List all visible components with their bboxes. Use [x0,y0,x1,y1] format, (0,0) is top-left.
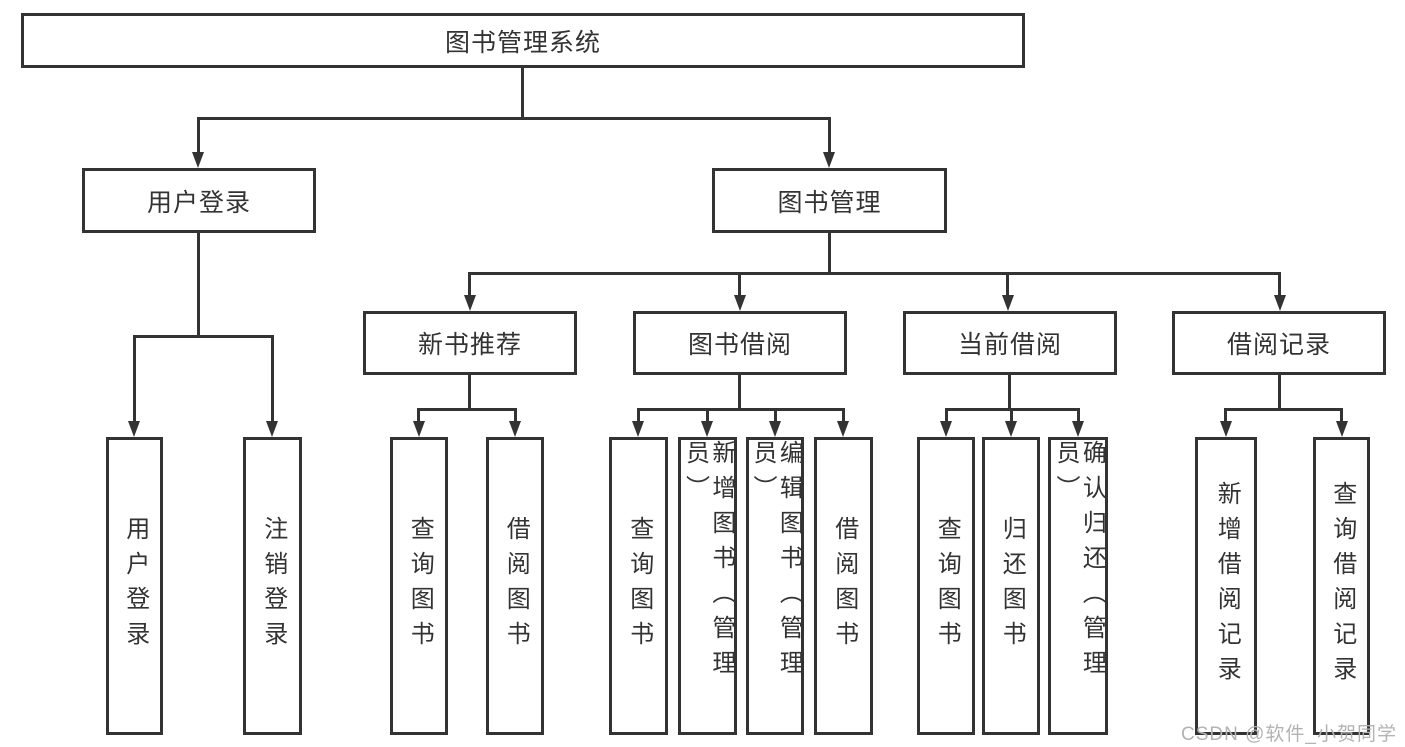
arrow-down-icon [632,421,644,437]
node-borrow-books: 借阅图书 [814,437,873,735]
leaf-label: 查询借阅记录 [1328,481,1356,691]
node-logout: 注销登录 [243,437,302,735]
arrow-down-icon [701,421,713,437]
arrow-down-icon [266,421,278,437]
connector-line [738,272,741,296]
connector-line [1010,408,1013,421]
node-edit-book-admin: 编辑图书（管理员） [746,437,804,735]
node-query-books-recommend: 查询图书 [390,437,448,735]
leaf-label: 编辑图书（管理员） [749,440,803,685]
connector-line [468,375,471,408]
connector-line [468,272,1281,275]
connector-line [1008,375,1011,408]
arrow-down-icon [509,421,521,437]
arrow-down-icon [413,421,425,437]
connector-line [828,117,831,153]
leaf-label: 查询图书 [625,516,653,656]
arrow-down-icon [1002,295,1014,311]
leaf-label: 归还图书 [998,516,1026,656]
leaf-label: 用户登录 [121,516,149,656]
connector-line [637,408,640,421]
arrow-down-icon [769,421,781,437]
connector-line [1077,408,1080,421]
leaf-label: 注销登录 [259,516,287,656]
connector-line [706,408,709,421]
connector-line [945,408,948,421]
connector-line [271,335,274,421]
connector-line [197,233,200,335]
node-book-borrow: 图书借阅 [633,311,847,375]
node-add-book-admin: 新增图书（管理员） [678,437,737,735]
arrow-down-icon [1072,421,1084,437]
node-book-management: 图书管理 [712,168,947,233]
connector-line [417,408,420,421]
arrow-down-icon [837,421,849,437]
leaf-label: 新增图书（管理员） [681,440,735,685]
leaf-label: 借阅图书 [830,516,858,656]
arrow-down-icon [128,421,140,437]
connector-line [828,233,831,272]
leaf-label: 确认归还（管理员） [1052,440,1106,685]
connector-line [133,335,136,421]
connector-line [514,408,517,421]
arrow-down-icon [823,152,835,168]
arrow-down-icon [1274,295,1286,311]
arrow-down-icon [1005,421,1017,437]
connector-line [1224,408,1227,421]
node-query-books-borrow: 查询图书 [609,437,668,735]
leaf-label: 查询图书 [406,516,434,656]
arrow-down-icon [1336,421,1348,437]
node-user-login: 用户登录 [82,168,316,233]
connector-line [637,408,844,411]
arrow-down-icon [1220,421,1232,437]
connector-line [197,117,831,120]
node-current-borrow: 当前借阅 [903,311,1117,375]
leaf-label: 查询图书 [933,516,961,656]
connector-line [1278,375,1281,408]
leaf-label: 借阅图书 [502,516,530,656]
node-query-borrow-record: 查询借阅记录 [1313,437,1370,735]
node-add-borrow-record: 新增借阅记录 [1195,437,1257,735]
connector-line [197,117,200,153]
arrow-down-icon [940,421,952,437]
connector-line [1278,272,1281,296]
node-new-book-recommend: 新书推荐 [363,311,577,375]
connector-line [842,408,845,421]
leaf-label: 新增借阅记录 [1213,481,1241,691]
connector-line [133,335,273,338]
node-confirm-return-admin: 确认归还（管理员） [1048,437,1108,735]
connector-line [738,375,741,408]
connector-line [521,68,524,118]
node-root-library-system: 图书管理系统 [21,13,1025,68]
node-borrow-books-recommend: 借阅图书 [486,437,544,735]
connector-line [1006,272,1009,296]
arrow-down-icon [464,295,476,311]
node-login: 用户登录 [106,437,163,735]
csdn-watermark: CSDN @软件_小贺同学 [1181,724,1397,745]
connector-line [1224,408,1343,411]
connector-line [774,408,777,421]
arrow-down-icon [734,295,746,311]
connector-line [468,272,471,296]
connector-line [1340,408,1343,421]
connector-line [417,408,517,411]
node-return-book: 归还图书 [982,437,1040,735]
arrow-down-icon [192,152,204,168]
node-borrow-record: 借阅记录 [1172,311,1386,375]
node-query-books-current: 查询图书 [917,437,975,735]
